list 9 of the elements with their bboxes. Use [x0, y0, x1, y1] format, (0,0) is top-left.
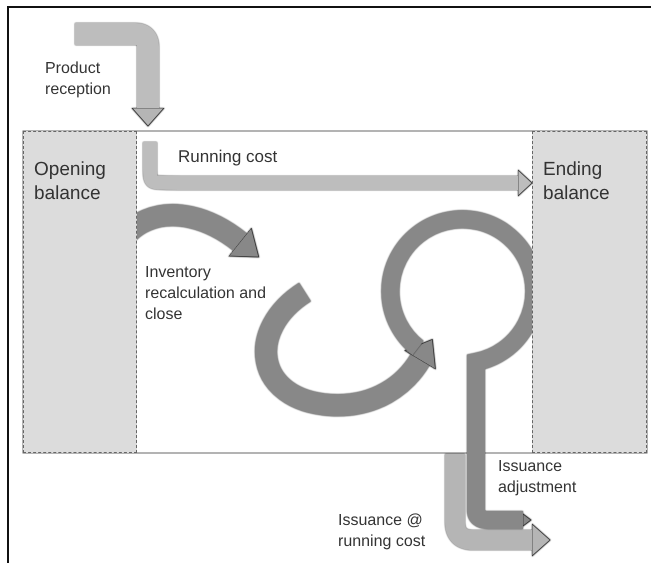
- balance-label: Ending balance: [543, 158, 611, 206]
- block-arrow: [143, 140, 532, 196]
- flow-label: Issuance @ running cost: [338, 511, 426, 552]
- balance-band: [532, 131, 647, 453]
- flow-label: Issuance adjustment: [498, 457, 578, 498]
- balance-band: [23, 131, 137, 453]
- flow-label: Product reception: [45, 59, 112, 100]
- flow-label: Inventory recalculation and close: [145, 263, 267, 325]
- balance-label: Opening balance: [34, 158, 107, 206]
